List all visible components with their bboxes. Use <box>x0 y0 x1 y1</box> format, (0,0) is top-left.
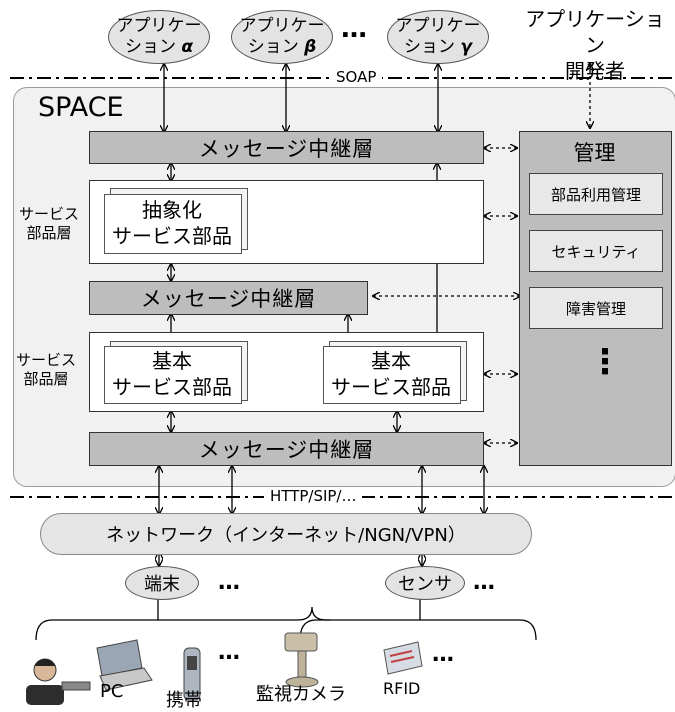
service-layer-label-upper: サービス部品層 <box>18 205 79 242</box>
devices-ellipsis-1: … <box>218 640 240 665</box>
fault-management-box: 障害管理 <box>529 287 663 329</box>
device-label-mobile: 携帯 <box>166 690 202 711</box>
basic-service-label-left: 基本サービス部品 <box>112 349 232 399</box>
sensor-node: センサ <box>385 566 465 600</box>
apps-ellipsis: … <box>341 14 367 44</box>
device-label-camera: 監視カメラ <box>256 684 346 705</box>
terminal-ellipsis: … <box>218 570 240 595</box>
basic-service-card-left <box>104 346 242 404</box>
management-title: 管理 <box>573 141 616 165</box>
service-layer-label-lower: サービス部品層 <box>15 351 76 388</box>
management-more-ellipsis: ⋮ <box>588 342 622 382</box>
device-label-pc: PC <box>100 681 124 702</box>
application-gamma: アプリケーション γ <box>387 10 489 64</box>
message-relay-layer-top: メッセージ中継層 <box>89 131 484 164</box>
space-label: SPACE <box>38 92 124 123</box>
protocol-http-sip-label: HTTP/SIP/… <box>264 487 363 505</box>
application-beta: アプリケーション β <box>231 10 333 64</box>
application-developer: アプリケーション開発者 <box>525 7 665 83</box>
basic-service-label-right: 基本サービス部品 <box>331 349 451 399</box>
abstract-service-label: 抽象化サービス部品 <box>112 198 232 248</box>
abstract-service-card <box>104 194 242 254</box>
terminal-bracket <box>35 606 330 641</box>
application-alpha: アプリケーション α <box>108 10 210 64</box>
basic-service-card-right <box>323 346 461 404</box>
person-icon <box>26 658 91 705</box>
network-cloud: ネットワーク（インターネット/NGN/VPN） <box>40 513 532 555</box>
rfid-tag-icon <box>383 641 423 675</box>
component-usage-management-box: 部品利用管理 <box>529 173 663 215</box>
devices-ellipsis-2: … <box>432 642 454 667</box>
device-label-rfid: RFID <box>383 679 421 698</box>
surveillance-camera-icon <box>284 632 319 688</box>
message-relay-layer-bottom: メッセージ中継層 <box>89 432 484 466</box>
security-box: セキュリティ <box>529 230 663 272</box>
terminal-node: 端末 <box>125 566 199 600</box>
sensor-bracket <box>299 619 537 641</box>
message-relay-layer-middle: メッセージ中継層 <box>89 281 368 315</box>
protocol-soap-label: SOAP <box>330 68 383 86</box>
sensor-ellipsis: … <box>473 570 495 595</box>
mobile-phone-icon <box>183 647 201 701</box>
pc-icon <box>96 639 153 691</box>
